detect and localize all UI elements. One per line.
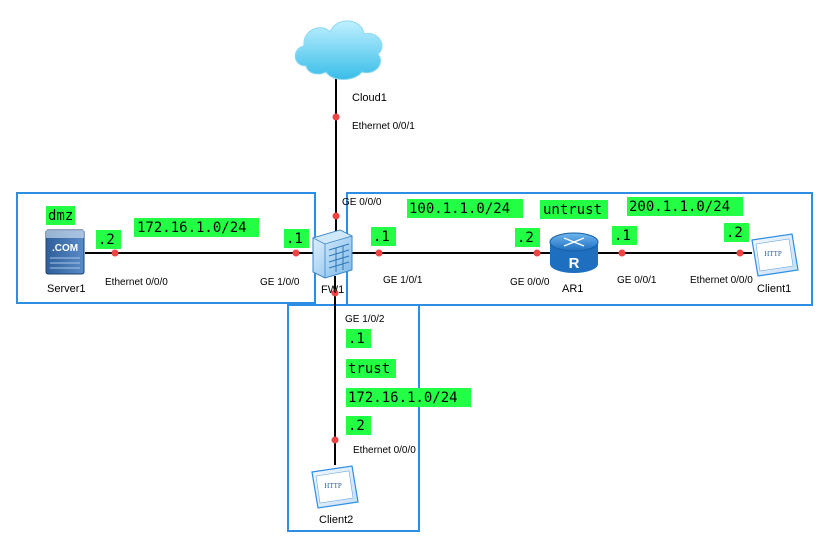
port-dot-ar-ge001 xyxy=(618,249,626,257)
tag-fw-dmz-ip-text: .1 xyxy=(286,231,303,247)
tag-fw-untrust-ip: .1 xyxy=(371,227,396,246)
tag-untrust-network-2-text: 200.1.1.0/24 xyxy=(629,199,730,215)
tag-ar-ge001-ip: .1 xyxy=(612,226,637,245)
tag-trust-text: trust xyxy=(348,361,390,377)
port-dot-client1 xyxy=(736,249,744,257)
tag-ar-ge000-ip: .2 xyxy=(515,228,540,247)
fw-ge000-label: GE 0/0/0 xyxy=(342,197,382,208)
fw-ge102-label: GE 1/0/2 xyxy=(345,314,385,325)
fw1-label: FW1 xyxy=(321,284,344,296)
fw-ge101-label: GE 1/0/1 xyxy=(383,275,423,286)
port-dot-fw-ge100 xyxy=(292,249,300,257)
client2-icon[interactable]: HTTP xyxy=(311,465,359,509)
router-icon[interactable]: R xyxy=(549,232,599,273)
tag-fw-trust-ip-text: .1 xyxy=(348,331,365,347)
port-dot-fw-ge101 xyxy=(375,249,383,257)
tag-dmz: dmz xyxy=(46,206,75,225)
ar1-label: AR1 xyxy=(562,283,583,295)
server-ethernet-000-label: Ethernet 0/0/0 xyxy=(105,277,168,288)
tag-untrust-network-1: 100.1.1.0/24 xyxy=(407,199,523,218)
client1-http-badge: HTTP xyxy=(764,250,782,258)
port-dot-ar-ge000 xyxy=(533,249,541,257)
tag-ar-ge000-ip-text: .2 xyxy=(517,230,534,246)
tag-trust-network: 172.16.1.0/24 xyxy=(346,388,471,407)
tag-trust-network-text: 172.16.1.0/24 xyxy=(348,390,458,406)
cloud1-label: Cloud1 xyxy=(352,92,387,104)
tag-client2-ip-text: .2 xyxy=(348,418,365,434)
port-dot-fw-ge102 xyxy=(331,289,339,297)
server-icon[interactable]: .COM xyxy=(45,229,85,275)
tag-client1-ip-text: .2 xyxy=(726,225,743,241)
router-glyph: R xyxy=(569,255,580,272)
tag-ar-ge001-ip-text: .1 xyxy=(614,228,631,244)
client2-http-badge: HTTP xyxy=(324,482,342,490)
tag-server-ip: .2 xyxy=(96,230,121,249)
tag-untrust-network-1-text: 100.1.1.0/24 xyxy=(409,201,510,217)
tag-untrust-network-2: 200.1.1.0/24 xyxy=(627,197,743,216)
tag-fw-trust-ip: .1 xyxy=(346,329,371,348)
ar-ge000-label: GE 0/0/0 xyxy=(510,277,550,288)
server-com-badge: .COM xyxy=(52,243,78,254)
client1-ethernet-000-label: Ethernet 0/0/0 xyxy=(690,275,753,286)
trust-zone-box xyxy=(287,304,420,532)
tag-untrust: untrust xyxy=(540,200,608,219)
ar-ge001-label: GE 0/0/1 xyxy=(617,275,657,286)
client1-label: Client1 xyxy=(757,283,791,295)
port-dot-server xyxy=(111,249,119,257)
tag-server-ip-text: .2 xyxy=(98,232,115,248)
tag-untrust-text: untrust xyxy=(543,202,602,218)
tag-trust: trust xyxy=(346,359,396,378)
client2-ethernet-000-label: Ethernet 0/0/0 xyxy=(353,445,416,456)
client2-label: Client2 xyxy=(319,514,353,526)
port-dot-cloud xyxy=(332,113,340,121)
tag-fw-dmz-ip: .1 xyxy=(284,229,309,248)
cloud-icon[interactable] xyxy=(294,20,383,80)
tag-client1-ip: .2 xyxy=(724,223,749,242)
tag-dmz-network: 172.16.1.0/24 xyxy=(134,218,259,237)
port-dot-fw-ge000 xyxy=(332,212,340,220)
cloud-ethernet-001-label: Ethernet 0/0/1 xyxy=(352,121,415,132)
server1-label: Server1 xyxy=(47,283,86,295)
firewall-icon[interactable] xyxy=(311,229,354,279)
port-dot-client2 xyxy=(331,436,339,444)
fw-ge100-label: GE 1/0/0 xyxy=(260,277,300,288)
tag-dmz-network-text: 172.16.1.0/24 xyxy=(137,220,247,236)
tag-fw-untrust-ip-text: .1 xyxy=(373,229,390,245)
tag-client2-ip: .2 xyxy=(346,416,371,435)
client1-icon[interactable]: HTTP xyxy=(751,233,799,277)
tag-dmz-text: dmz xyxy=(48,208,73,224)
